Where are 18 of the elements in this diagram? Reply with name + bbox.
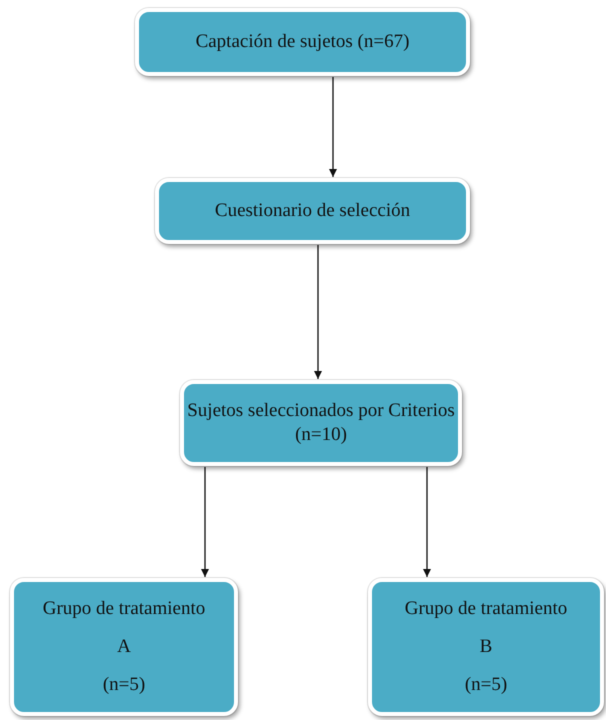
box-label: (n=5) bbox=[102, 672, 146, 697]
arrow bbox=[314, 244, 322, 379]
arrow bbox=[201, 466, 209, 577]
box-label: (n=5) bbox=[464, 672, 508, 697]
box-label: A bbox=[117, 635, 131, 659]
box-label: Grupo de tratamiento bbox=[404, 597, 568, 622]
box-label: Captación de sujetos (n=67) bbox=[196, 30, 410, 54]
process-box bbox=[368, 578, 604, 716]
process-box bbox=[135, 8, 470, 76]
process-box bbox=[10, 578, 238, 716]
box-label: Sujetos seleccionados por Criterios (n=10) bbox=[186, 399, 456, 447]
arrow bbox=[423, 466, 431, 577]
process-box bbox=[155, 178, 470, 244]
arrow bbox=[329, 76, 337, 177]
box-label: B bbox=[480, 635, 492, 659]
box-label: Cuestionario de selección bbox=[214, 199, 410, 223]
box-label: Grupo de tratamiento bbox=[42, 597, 206, 622]
process-box bbox=[180, 380, 462, 466]
